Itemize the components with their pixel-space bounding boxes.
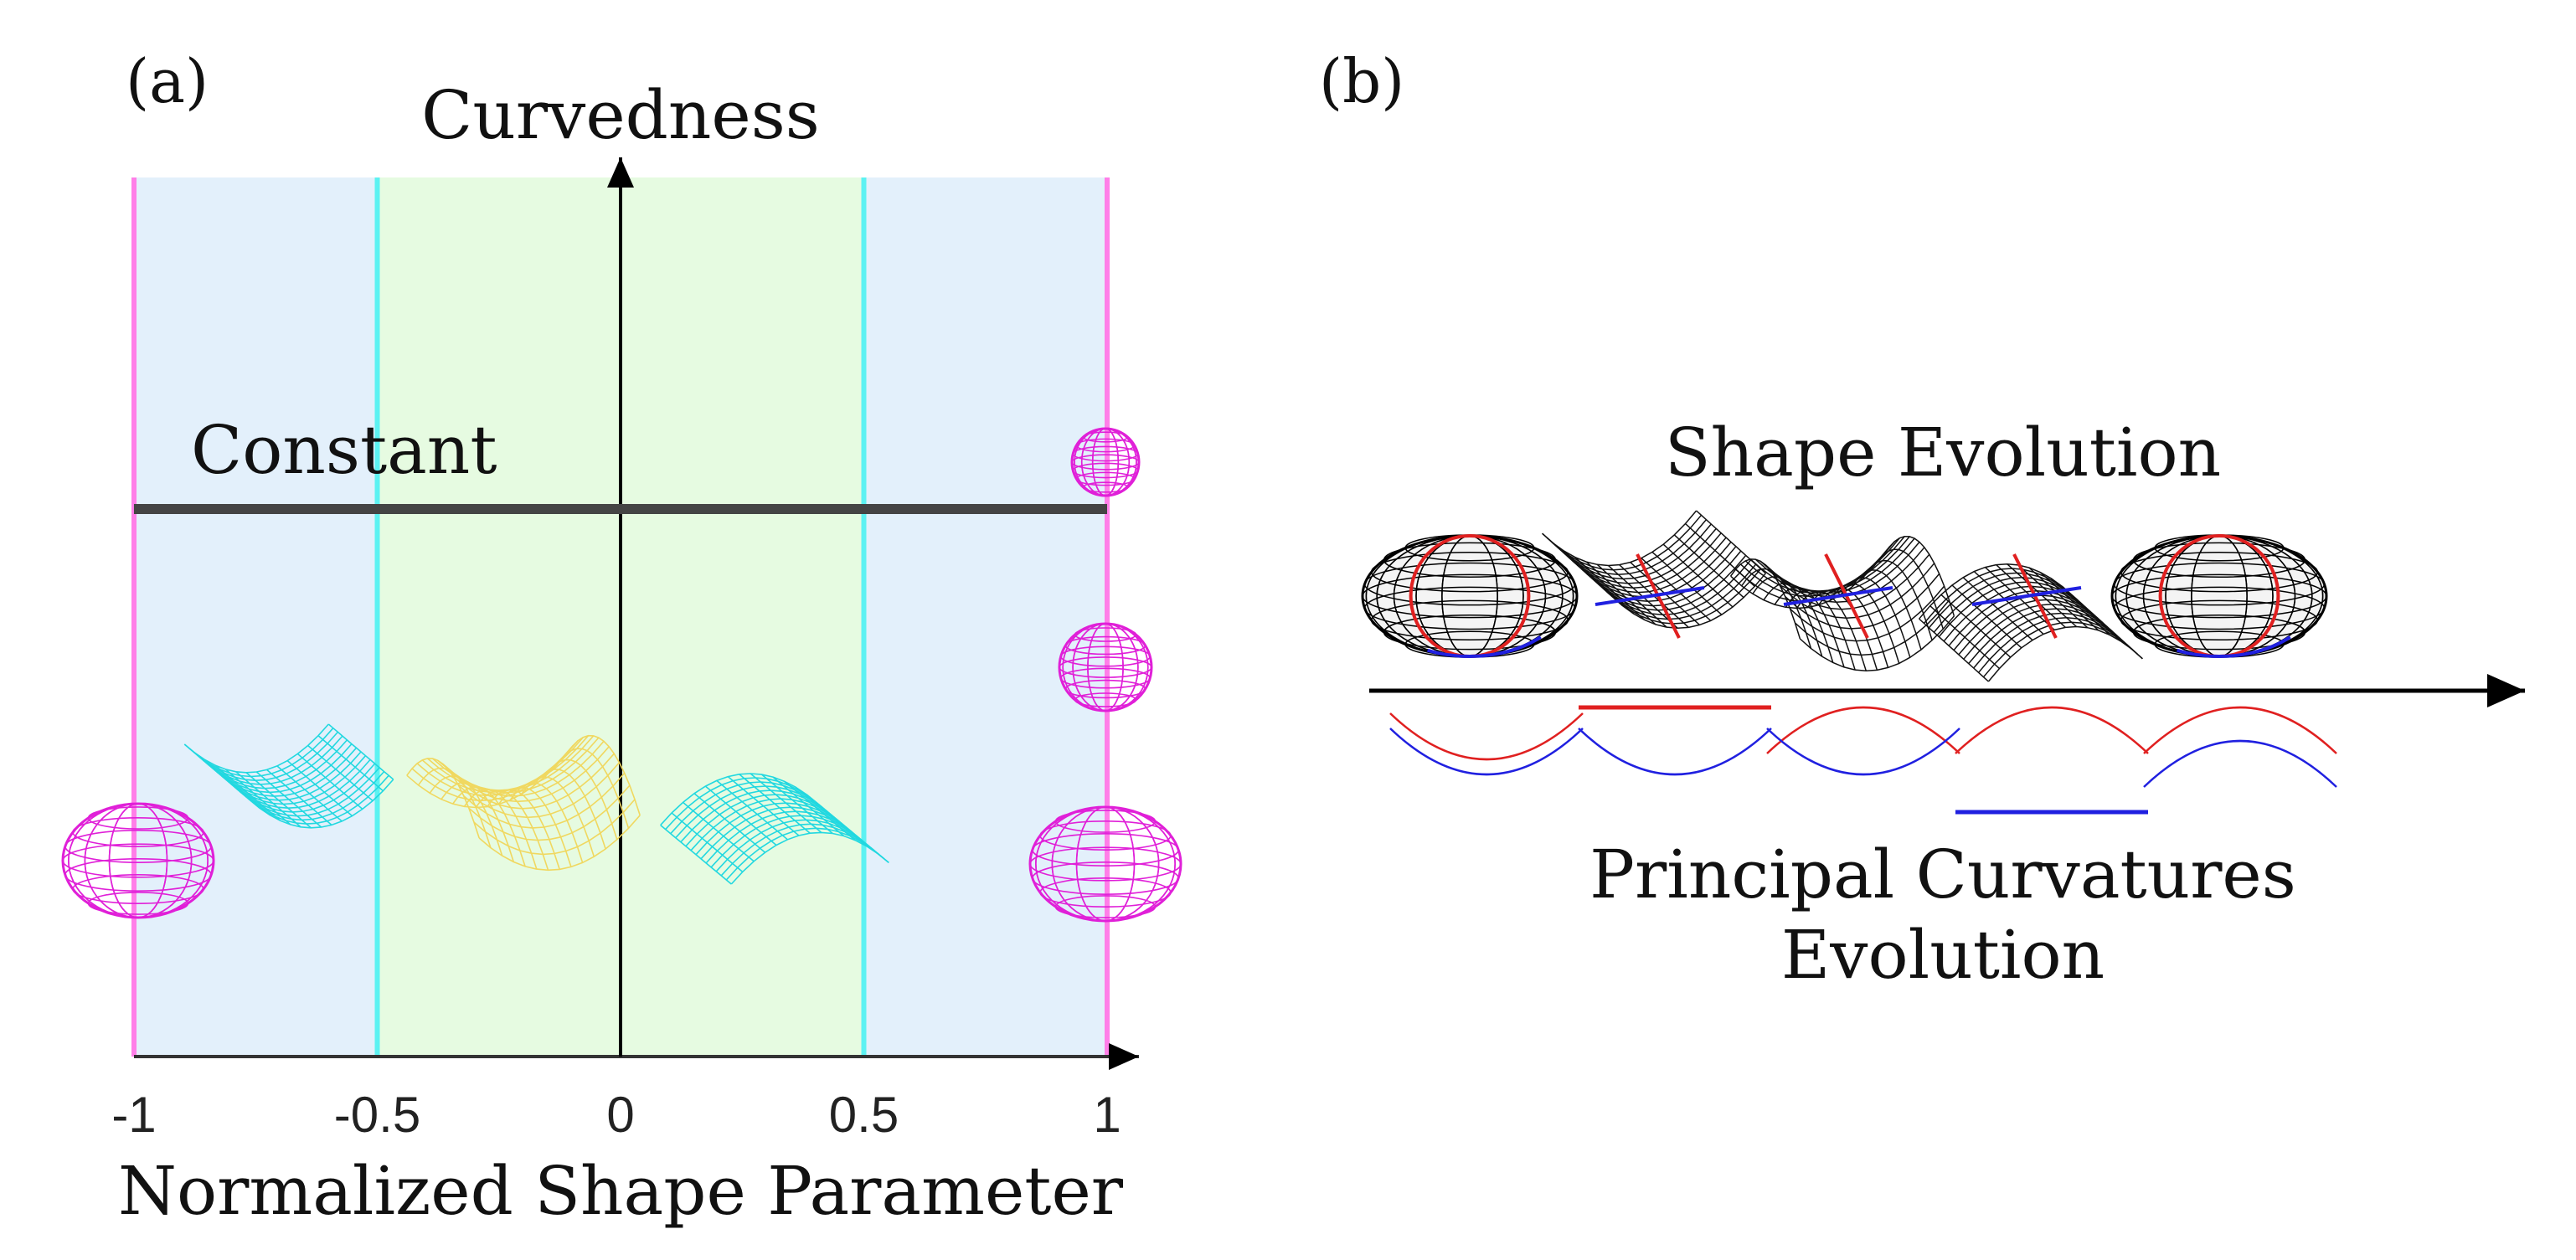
caption-line-2: Evolution	[1781, 916, 2105, 994]
panel-a-label: (a)	[126, 46, 209, 116]
caption-line-1: Principal Curvatures	[1589, 836, 2296, 913]
panel-b-label: (b)	[1319, 46, 1404, 116]
k2-curve	[1389, 728, 1584, 776]
sphere-medium-surface	[1058, 622, 1153, 712]
curvature-pair-3	[1955, 706, 2149, 815]
x-tick-label-3: 0.5	[829, 1087, 899, 1143]
x-axis-label: Normalized Shape Parameter	[118, 1152, 1124, 1230]
principal-curvature-row	[1389, 705, 2337, 815]
k2-curve	[1578, 728, 1772, 776]
cap-surface	[2110, 534, 2328, 658]
constant-label: Constant	[191, 411, 497, 489]
k2-curve	[2143, 739, 2337, 788]
valley-surface	[1542, 510, 1766, 639]
x-tick-label-4: 1	[1093, 1087, 1121, 1143]
sphere-large-surface	[1028, 805, 1182, 923]
panel-b: (b) Shape Evolution Principal Curvatures…	[1319, 46, 2525, 994]
curvature-pair-2	[1766, 706, 1960, 776]
boundary-lines	[131, 177, 1110, 1057]
band-0	[134, 177, 378, 1057]
curvature-pair-1	[1578, 705, 1772, 776]
saddle-surface	[1729, 535, 1955, 672]
cup-surface	[1361, 534, 1579, 658]
sphere-small-surface	[1070, 427, 1141, 497]
k2-curve	[1766, 728, 1960, 776]
cylinder-left-surface	[183, 723, 394, 829]
curvature-pair-4	[2143, 706, 2337, 788]
x-tick-label-2: 0	[606, 1087, 634, 1143]
saddle-center-surface	[406, 734, 641, 872]
x-tick-label-1: -0.5	[334, 1087, 420, 1143]
shape-evolution-row	[1361, 510, 2328, 682]
k1-curve	[2143, 706, 2337, 754]
x-tick-labels: -1 -0.5 0 0.5 1	[111, 1087, 1121, 1143]
k1-curve	[1955, 706, 2149, 754]
k1-curve	[1389, 712, 1584, 761]
panel-a: -1 -0.5 0 0.5 1 (a) Curvedness Constant Norm…	[61, 46, 1182, 1230]
k1-curve	[1766, 706, 1960, 754]
shape-evolution-title: Shape Evolution	[1665, 414, 2221, 491]
cup-left-surface	[61, 802, 215, 919]
band-2	[863, 177, 1107, 1057]
x-tick-label-0: -1	[111, 1087, 156, 1143]
curvature-pair-0	[1389, 712, 1584, 776]
y-axis-label: Curvedness	[421, 76, 820, 154]
cylinder-right-surface	[660, 773, 889, 885]
ridge-surface	[1919, 553, 2143, 682]
